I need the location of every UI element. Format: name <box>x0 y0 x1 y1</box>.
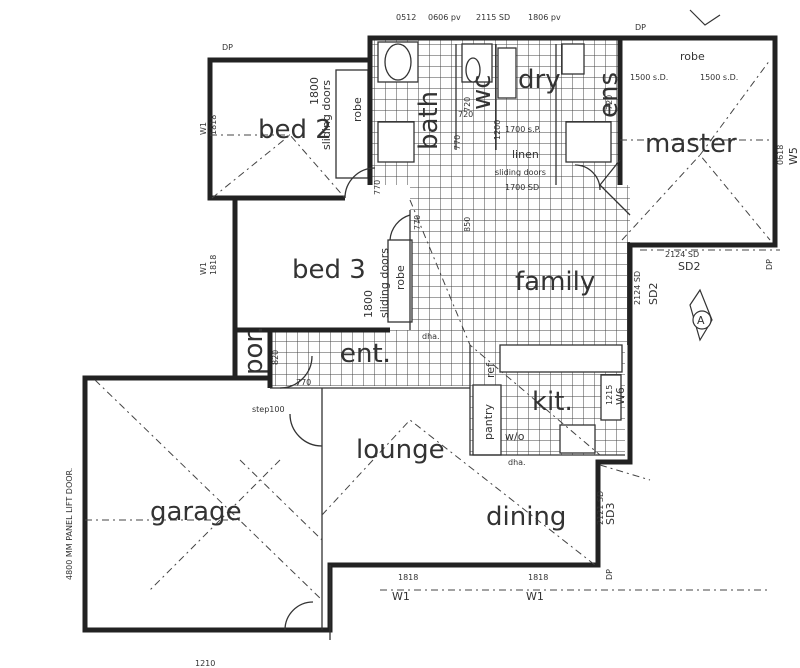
note-dp1: DP <box>222 43 233 52</box>
note-720c: 720 <box>605 95 614 110</box>
note-770c: 770 <box>413 215 422 230</box>
note-1200: 1200 <box>493 120 502 140</box>
window-w1-bed3: W1 <box>199 262 208 275</box>
note-sliding-doors-hall: sliding doors <box>495 168 546 177</box>
note-garage-door: 4800 MM PANEL LIFT DOOR. <box>65 468 74 580</box>
note-1500a: 1500 s.D. <box>630 73 668 82</box>
window-labels: 0512 0606 pv 2115 SD 1806 pv W1 1818 W1 … <box>195 13 800 668</box>
window-w5-size: 0618 <box>776 145 785 165</box>
window-w1a-size: 1818 <box>398 573 418 582</box>
walls <box>82 35 778 640</box>
window-garage-bottom-size: 1210 <box>195 659 215 668</box>
window-w6: W6 <box>614 387 627 405</box>
room-por: por. <box>239 326 269 375</box>
window-top1: 0512 <box>396 13 416 22</box>
note-dp3: DP <box>765 259 774 270</box>
wo-label: w/o <box>505 430 525 443</box>
note-770b: 770 <box>373 180 382 195</box>
note-770d: 770 <box>296 378 311 387</box>
window-w5: W5 <box>787 147 800 165</box>
window-sd2-bottom-size: 2124 SD <box>665 250 699 259</box>
fixtures <box>335 41 623 456</box>
room-ent: ent. <box>340 339 391 369</box>
note-dp4: DP <box>605 569 614 580</box>
window-w1-bed2: W1 <box>199 122 208 135</box>
note-dp2: DP <box>635 23 646 32</box>
window-w1a: W1 <box>392 590 410 603</box>
room-family: family <box>515 267 595 297</box>
room-bed3: bed 3 <box>292 255 366 285</box>
note-1700sd: 1700 SD <box>505 183 539 192</box>
window-w1-bed3-size: 1818 <box>209 255 218 275</box>
robe-bed3: robe <box>394 265 407 290</box>
room-dry: dry <box>518 65 561 95</box>
note-720a: 720 <box>463 97 472 112</box>
note-step: step100 <box>252 405 285 414</box>
room-garage: garage <box>150 497 242 527</box>
window-sd2-bottom: SD2 <box>678 260 700 273</box>
window-sd3: SD3 <box>604 503 617 525</box>
window-sd2-right-size: 2124 SD <box>633 271 642 305</box>
window-w1b-size: 1818 <box>528 573 548 582</box>
note-770a: 770 <box>453 135 462 150</box>
window-sd2-right: SD2 <box>647 283 660 305</box>
toilet <box>465 57 481 83</box>
linen-label: linen <box>512 148 539 161</box>
room-bath: bath <box>414 91 444 150</box>
room-kit: kit. <box>532 387 573 417</box>
section-marker-label: A <box>697 314 705 327</box>
robe-bed2: robe <box>351 97 364 122</box>
window-w1b: W1 <box>526 590 544 603</box>
notes: sliding doors 1800 sliding doors 1800 15… <box>65 23 774 580</box>
window-sd3-size: 2121 SD <box>596 491 605 525</box>
note-sliding-doors-bed2: sliding doors <box>320 80 333 150</box>
window-w1-bed2-size: 1818 <box>209 115 218 135</box>
note-820: 820 <box>271 350 280 365</box>
note-1800: 1800 <box>308 77 321 105</box>
section-marker: A <box>689 9 721 342</box>
note-dha2: dha. <box>508 458 526 467</box>
window-w6-size: 1215 <box>605 385 614 405</box>
room-ens: ens <box>594 72 624 118</box>
robe-master: robe <box>680 50 705 63</box>
room-labels: bed 2 bed 3 master family ent. kit. loun… <box>150 50 737 532</box>
doors <box>279 164 601 631</box>
window-top3: 2115 SD <box>476 13 510 22</box>
note-dha1: dha. <box>422 332 440 341</box>
room-dining: dining <box>486 502 566 532</box>
shower <box>377 121 415 163</box>
north-arrow-icon <box>689 9 721 26</box>
room-pantry: pantry <box>482 403 495 440</box>
room-wc: wc <box>467 74 497 110</box>
ref-label: ref <box>484 362 497 378</box>
room-bed2: bed 2 <box>258 115 332 145</box>
ceiling-lines <box>85 59 780 601</box>
note-1500b: 1500 s.D. <box>700 73 738 82</box>
window-top4: 1806 pv <box>528 13 561 22</box>
note-720b: 720 <box>458 110 473 119</box>
note-1700sp: 1700 s.P. <box>505 125 541 134</box>
room-lounge: lounge <box>356 435 445 465</box>
note-850: 850 <box>463 217 472 232</box>
note-sliding-doors-bed3: sliding doors <box>378 248 391 318</box>
room-master: master <box>645 129 737 159</box>
note-1800b: 1800 <box>362 290 375 318</box>
window-top2: 0606 pv <box>428 13 461 22</box>
